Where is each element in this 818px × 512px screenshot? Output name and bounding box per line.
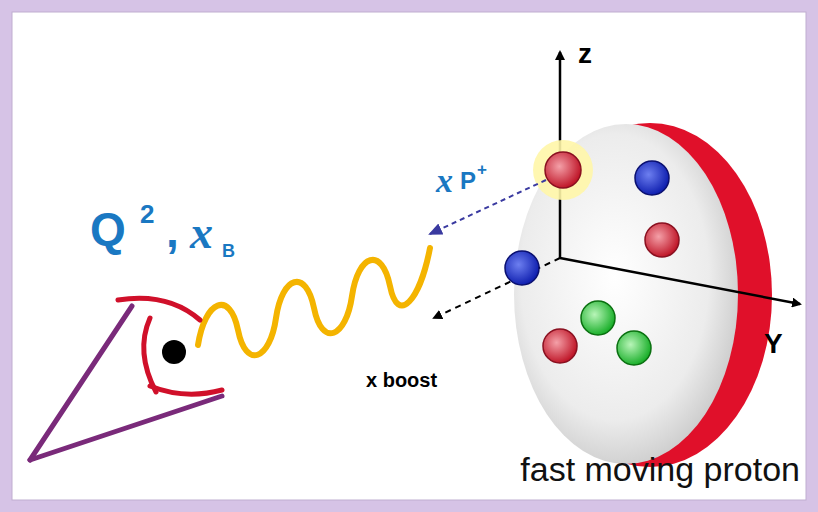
eyelid (150, 386, 222, 394)
eye-line (30, 306, 132, 460)
quark (505, 251, 539, 285)
quark (543, 329, 577, 363)
caption-text: fast moving proton (520, 452, 800, 486)
symbol-x: x (436, 164, 453, 198)
quark (545, 152, 581, 188)
superscript: + (477, 161, 487, 178)
axis-label: x boost (366, 370, 437, 390)
quark (581, 301, 615, 335)
symbol-x: x (190, 210, 213, 256)
eyelid (118, 298, 200, 320)
y-axis (560, 258, 800, 304)
quark (645, 223, 679, 257)
symbol-p: P (460, 169, 476, 193)
photon-wave (198, 248, 430, 355)
separator: , (166, 208, 179, 254)
axis-label: Y (764, 330, 783, 358)
pupil (162, 340, 186, 364)
proton (514, 124, 738, 464)
subscript: B (222, 242, 235, 260)
x-axis (434, 258, 560, 318)
eyelid (144, 318, 156, 392)
quark-glow (533, 140, 593, 200)
symbol-q: Q (90, 206, 126, 252)
eye-line (30, 396, 222, 460)
quark (635, 161, 669, 195)
panel (12, 12, 806, 500)
axis-label: z (578, 40, 592, 68)
quark (617, 331, 651, 365)
superscript: 2 (140, 201, 154, 227)
